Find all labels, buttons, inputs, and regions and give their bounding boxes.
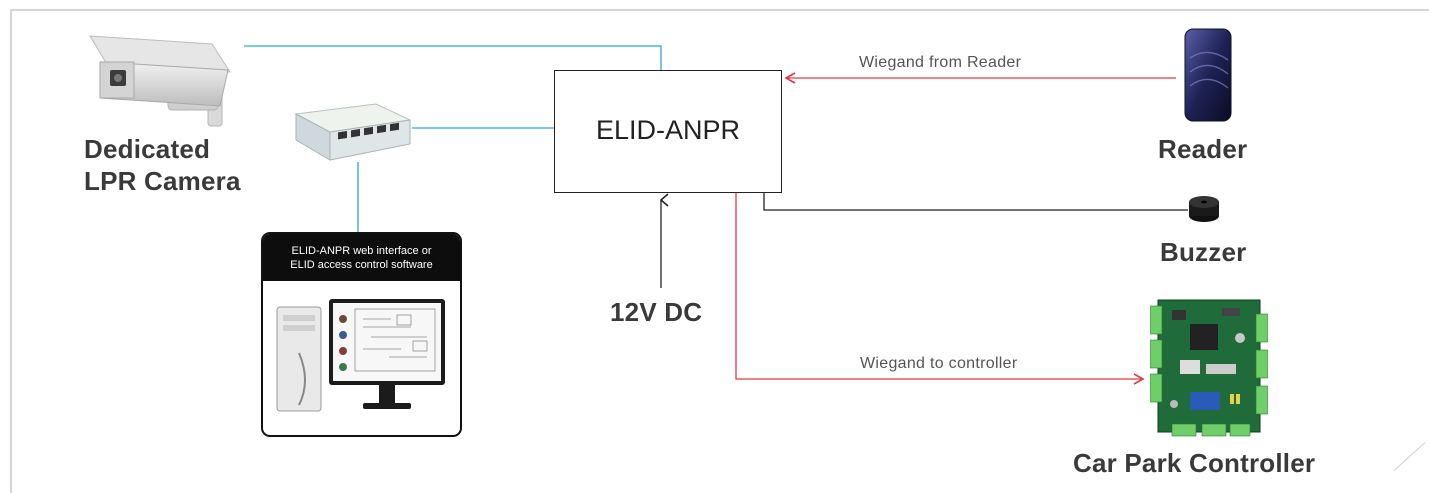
- buzzer-label: Buzzer: [1160, 237, 1246, 267]
- network-switch-icon: [290, 100, 414, 164]
- controller-label: Car Park Controller: [1073, 448, 1315, 478]
- reader-link-label: Wiegand from Reader: [859, 54, 1021, 72]
- power-label: 12V DC: [610, 297, 702, 327]
- buzzer-line: [764, 193, 1188, 210]
- reader-label: Reader: [1158, 134, 1247, 164]
- software-panel-line-1: ELID-ANPR web interface or: [269, 244, 454, 258]
- controller-board-icon: [1150, 294, 1268, 438]
- controller-link-label: Wiegand to controller: [860, 355, 1018, 373]
- controller-wiegand-line: [736, 193, 1143, 379]
- elid-anpr-title: ELID-ANPR: [555, 115, 781, 146]
- card-reader-icon: [1184, 28, 1234, 122]
- cctv-camera-icon: [80, 22, 252, 140]
- elid-anpr-unit: ELID-ANPR: [554, 70, 782, 193]
- camera-label-line-2: LPR Camera: [84, 166, 241, 196]
- buzzer-icon: [1186, 194, 1222, 224]
- camera-label-line-1: Dedicated: [84, 134, 210, 164]
- camera-network-line: [244, 46, 661, 70]
- software-panel: ELID-ANPR web interface or ELID access c…: [261, 232, 462, 437]
- desktop-computer-icon: [271, 293, 451, 425]
- software-panel-header: ELID-ANPR web interface or ELID access c…: [263, 234, 460, 281]
- software-panel-line-2: ELID access control software: [269, 258, 454, 272]
